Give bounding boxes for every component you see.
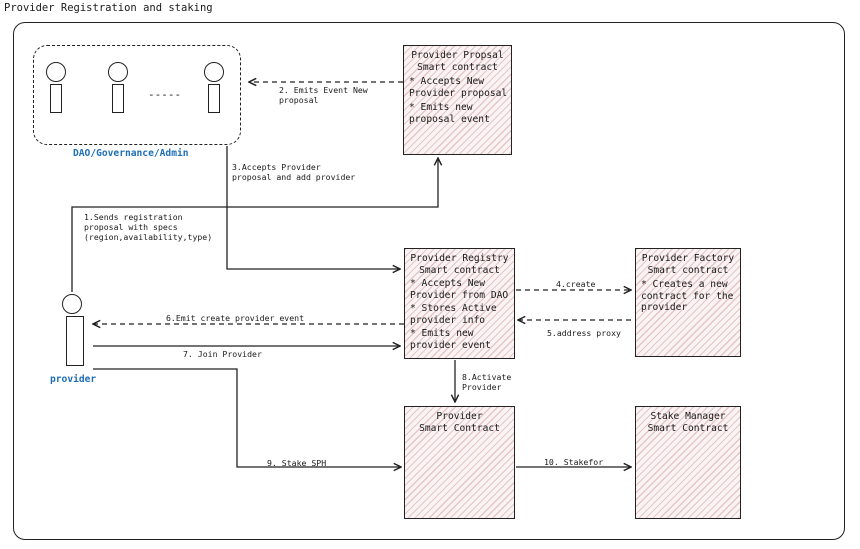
box-item: * Accepts New Provider proposal: [409, 76, 508, 99]
box-item: * Accepts New Provider from DAO: [410, 278, 509, 301]
actor-body: [208, 84, 220, 113]
diagram-frame: [13, 22, 845, 540]
actor-head: [108, 62, 128, 82]
provider-proposal-contract: Provider Propsal Smart contract * Accept…: [403, 45, 512, 155]
arrow-5-label: 5.address proxy: [547, 328, 621, 338]
arrow-8-label: 8.Activate Provider: [462, 372, 512, 392]
arrow-1-label: 1.Sends registration proposal with specs…: [84, 212, 213, 242]
dao-ellipsis: -----: [148, 88, 182, 101]
actor-head: [204, 62, 224, 82]
arrow-3-accepts-provider: [226, 146, 400, 269]
arrow-7-label: 7. Join Provider: [183, 349, 262, 359]
dao-actor-group: -----: [33, 45, 241, 145]
arrow-9-label: 9. Stake SPH: [267, 458, 327, 468]
actor-body: [50, 84, 62, 113]
box-title: Provider Propsal Smart contract: [411, 50, 504, 73]
provider-factory-contract: Provider Factory Smart contract * Create…: [635, 248, 741, 357]
provider-smart-contract: Provider Smart Contract: [404, 406, 515, 519]
provider-label: provider: [50, 374, 97, 385]
box-title: Provider Smart Contract: [419, 411, 500, 434]
stake-manager-contract: Stake Manager Smart Contract: [635, 406, 741, 519]
arrow-1-sends-registration: [71, 158, 438, 292]
box-item: * Creates a new contract for the provide…: [641, 279, 734, 313]
actor-head: [62, 294, 82, 314]
arrow-9-stake-sph: [93, 368, 401, 467]
box-title: Provider Registry Smart contract: [410, 253, 509, 276]
page-title: Provider Registration and staking: [4, 2, 213, 14]
arrow-3-label: 3.Accepts Provider proposal and add prov…: [232, 162, 356, 182]
actor-body: [112, 84, 124, 113]
dao-label: DAO/Governance/Admin: [73, 148, 189, 159]
actor-body: [66, 316, 84, 366]
box-item: * Stores Active provider info: [410, 303, 497, 326]
actor-head: [46, 62, 66, 82]
box-title: Stake Manager Smart Contract: [647, 411, 729, 434]
box-item: * Emits new proposal event: [409, 102, 490, 125]
arrow-4-label: 4.create: [556, 279, 596, 289]
box-item: * Emits new provider event: [410, 328, 491, 351]
arrow-6-label: 6.Emit create provider event: [166, 313, 305, 323]
arrow-2-label: 2. Emits Event New proposal: [279, 85, 368, 105]
provider-registry-contract: Provider Registry Smart contract * Accep…: [404, 248, 515, 359]
arrow-10-label: 10. Stakefor: [544, 457, 604, 467]
box-title: Provider Factory Smart contract: [641, 253, 735, 276]
